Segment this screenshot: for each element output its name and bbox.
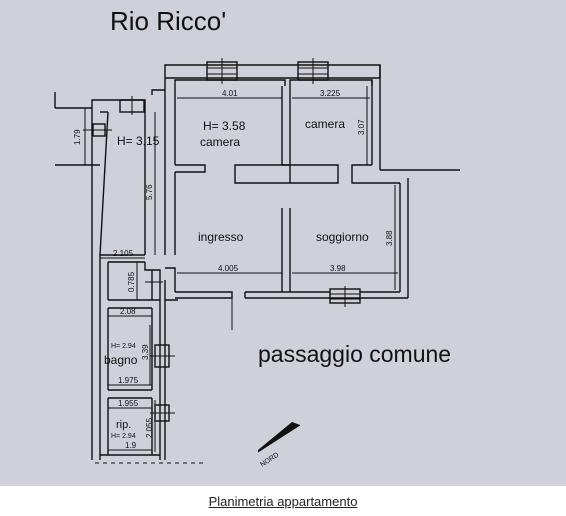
dim-3-98: 3.98 <box>330 264 346 273</box>
doors <box>145 281 233 330</box>
dim-2-08: 2.08 <box>120 307 136 316</box>
dimension-labels: 4.01 3.225 3.07 1.79 5.76 3.88 2.105 4.0… <box>73 89 394 450</box>
dim-4-01: 4.01 <box>222 89 238 98</box>
rip-label: rip. <box>116 419 131 431</box>
north-label: NORD <box>259 452 280 469</box>
dim-3-07: 3.07 <box>357 119 366 135</box>
camera1-label: camera <box>200 135 240 149</box>
north-arrow: NORD <box>257 422 301 469</box>
walls <box>54 64 460 460</box>
room-labels: H= 3.58 camera camera H= 3.15 ingresso s… <box>104 117 451 440</box>
common-area-label: passaggio comune <box>258 341 451 367</box>
caption-area: Planimetria appartamento <box>0 486 566 516</box>
north-arrow-icon <box>258 422 300 452</box>
floor-plan-drawing: Rio Ricco' <box>54 6 460 469</box>
dim-1-975: 1.975 <box>118 376 139 385</box>
caption: Planimetria appartamento <box>208 494 358 509</box>
wall-top <box>164 64 381 78</box>
rip-height: H= 2.94 <box>111 433 136 440</box>
camera1-height: H= 3.58 <box>203 119 246 133</box>
corridor-height: H= 3.15 <box>117 134 160 148</box>
plan-title: Rio Ricco' <box>110 6 226 36</box>
camera2-label: camera <box>305 117 345 131</box>
dim-2-055: 2.055 <box>145 417 154 438</box>
windows <box>83 58 361 422</box>
dim-3-39: 3.39 <box>141 344 150 360</box>
dim-5-76: 5.76 <box>145 184 154 200</box>
ingresso-label: ingresso <box>198 230 244 244</box>
dim-0-785: 0.785 <box>127 271 136 292</box>
dim-1-79: 1.79 <box>73 129 82 145</box>
dimension-lines <box>84 86 398 464</box>
dim-1-955: 1.955 <box>118 399 139 408</box>
dim-1-9: 1.9 <box>125 441 137 450</box>
dim-3-225: 3.225 <box>320 89 341 98</box>
soggiorno-label: soggiorno <box>316 230 369 244</box>
bagno-label: bagno <box>104 353 138 367</box>
dim-4-005: 4.005 <box>218 264 239 273</box>
bagno-height: H= 2.94 <box>111 343 136 350</box>
floor-plan: Rio Ricco' <box>0 0 566 486</box>
dim-3-88: 3.88 <box>385 230 394 246</box>
dim-2-105: 2.105 <box>113 249 134 258</box>
